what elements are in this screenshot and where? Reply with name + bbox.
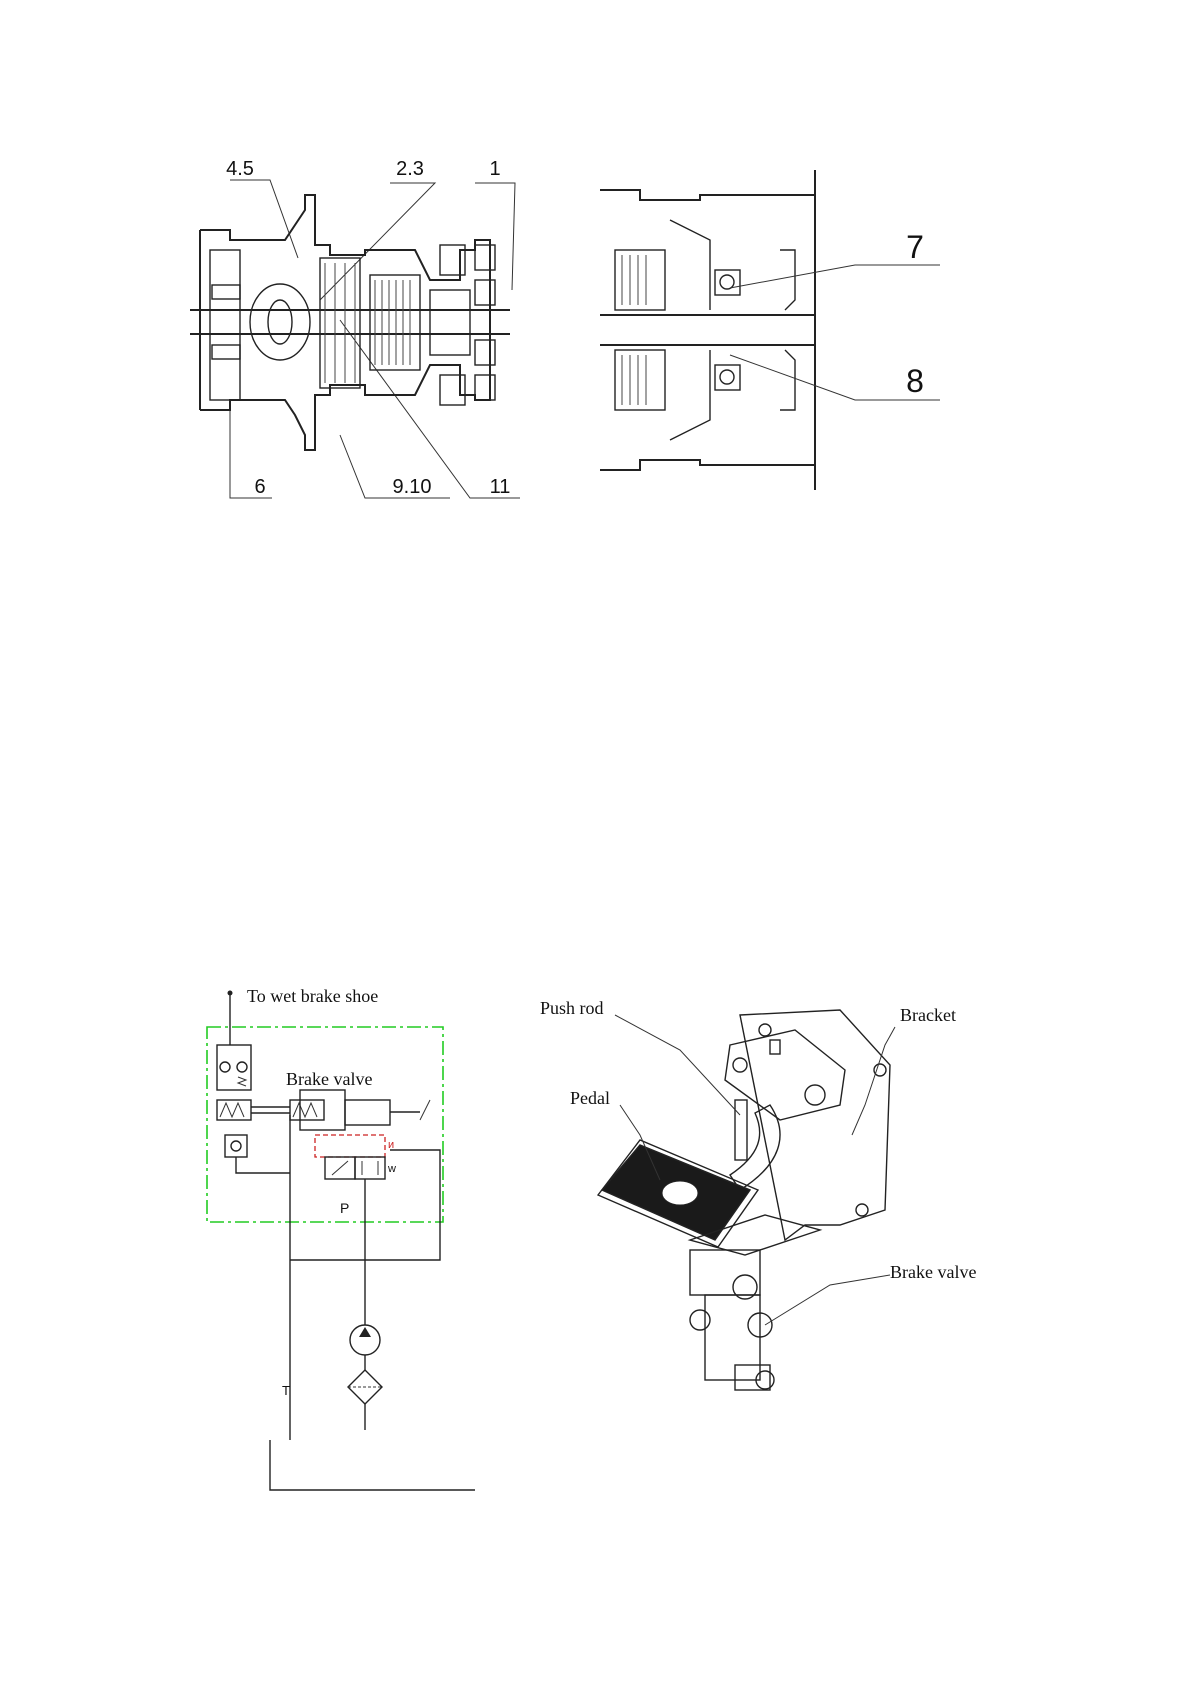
pressure-lines xyxy=(270,1115,475,1490)
port-t-label: T xyxy=(282,1383,290,1398)
callout-4-5: 4.5 xyxy=(226,158,254,180)
pump-symbol xyxy=(350,1325,380,1355)
bracket-label: Bracket xyxy=(900,1005,956,1025)
callout-6: 6 xyxy=(254,476,265,498)
callout-11: 11 xyxy=(490,476,511,498)
solenoid-mark-red: и xyxy=(388,1139,394,1151)
brake-valve-body xyxy=(690,1250,774,1390)
pedal-assembly-drawing: Push rod Bracket Pedal Brake valve xyxy=(540,985,1070,1495)
port-p-label: P xyxy=(340,1200,349,1216)
push-rod-label: Push rod xyxy=(540,998,604,1018)
callout-1: 1 xyxy=(489,158,500,180)
detail-body xyxy=(600,170,815,490)
pedal-pad xyxy=(598,1140,758,1247)
lower-check-valve xyxy=(225,1135,247,1157)
output-node xyxy=(228,991,233,996)
check-valve-group xyxy=(217,1045,251,1090)
axle-housing xyxy=(190,195,510,450)
bracket-plate xyxy=(740,1010,890,1240)
callout-7: 7 xyxy=(906,229,924,265)
axle-detail-drawing: 7 8 xyxy=(600,170,940,500)
spool-row xyxy=(217,1090,430,1130)
solenoid-valve xyxy=(325,1157,385,1179)
solenoid-mark-w: w xyxy=(387,1163,396,1175)
callout-2-3: 2.3 xyxy=(396,158,424,180)
push-rod xyxy=(735,1100,747,1160)
to-wet-brake-shoe-label: To wet brake shoe xyxy=(247,986,378,1006)
upper-block xyxy=(725,1030,845,1120)
valve-boundary xyxy=(207,1027,443,1222)
callout-9-10: 9.10 xyxy=(393,476,432,498)
brake-valve-label: Brake valve xyxy=(286,1069,372,1089)
callout-8: 8 xyxy=(906,363,924,399)
filter-symbol xyxy=(348,1370,382,1404)
pilot-line xyxy=(315,1135,385,1157)
pedal-label: Pedal xyxy=(570,1088,610,1108)
axle-section-drawing: 4.5 2.3 1 6 9.10 11 xyxy=(190,150,530,510)
brake-valve-callout-label: Brake valve xyxy=(890,1262,976,1282)
hydraulic-schematic: To wet brake shoe Brake valve и w xyxy=(190,985,490,1495)
